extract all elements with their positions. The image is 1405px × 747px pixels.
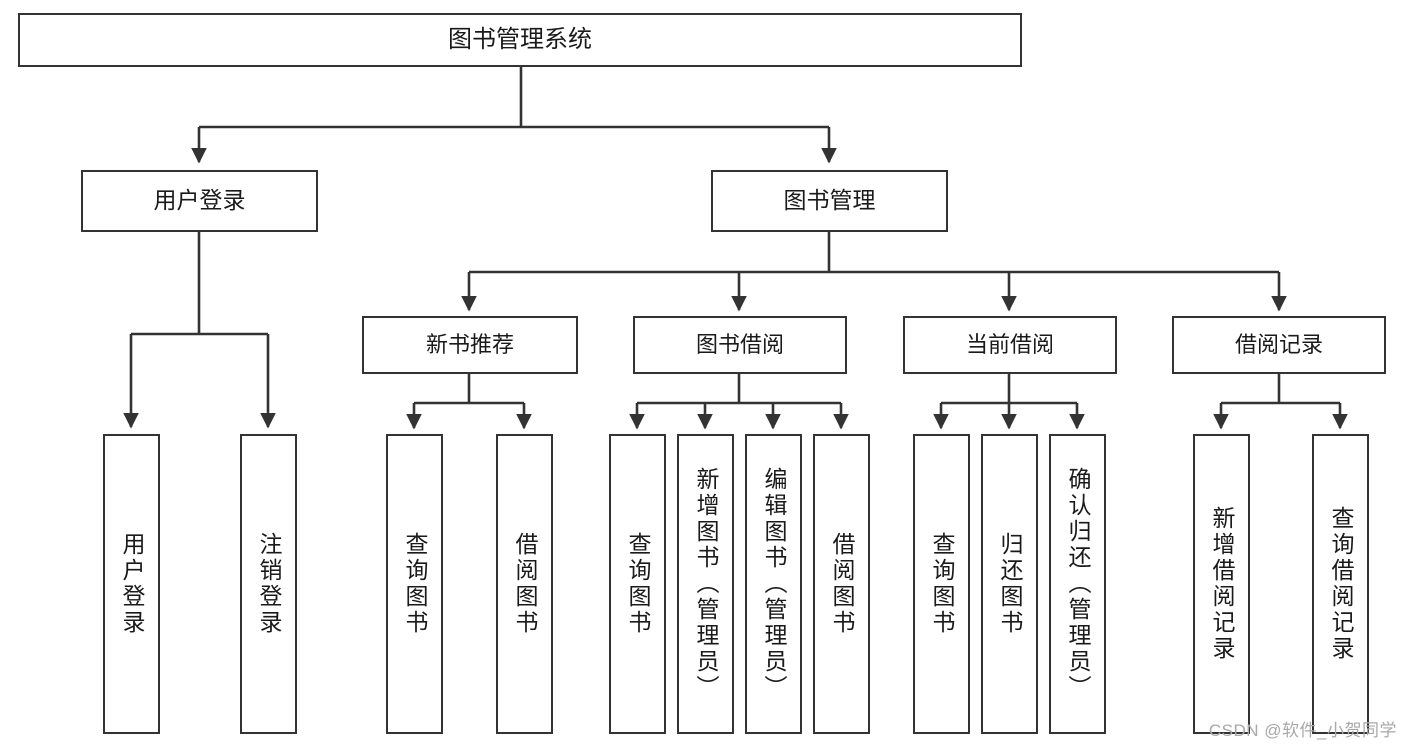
node-label: 图书管理系统: [448, 25, 592, 53]
node-label: 图书管理: [783, 187, 876, 214]
node-label: 借阅记录: [1234, 332, 1323, 358]
node-label: 注销登录: [256, 532, 282, 636]
node-label: 新书推荐: [425, 332, 514, 358]
node-label: 查询借阅记录: [1328, 506, 1354, 662]
node-label: 查询图书: [929, 532, 955, 636]
leaf-new-book-borrow-book[interactable]: 借阅图书: [496, 434, 553, 734]
leaf-book-borrow-add-book-admin[interactable]: 新增图书（管理员）: [677, 434, 734, 734]
node-new-book-recommend[interactable]: 新书推荐: [362, 316, 578, 374]
node-user-login[interactable]: 用户登录: [81, 170, 318, 232]
node-label: 当前借阅: [965, 332, 1054, 358]
leaf-book-borrow-borrow-book[interactable]: 借阅图书: [813, 434, 870, 734]
node-root-book-management-system[interactable]: 图书管理系统: [18, 13, 1022, 67]
leaf-current-borrow-confirm-return-admin[interactable]: 确认归还（管理员）: [1049, 434, 1106, 734]
leaf-new-book-query-book[interactable]: 查询图书: [386, 434, 443, 734]
node-label: 用户登录: [153, 187, 246, 214]
node-label: 新增图书（管理员）: [693, 467, 719, 701]
leaf-book-borrow-query-book[interactable]: 查询图书: [609, 434, 666, 734]
leaf-borrow-record-query-record[interactable]: 查询借阅记录: [1312, 434, 1369, 734]
leaf-current-borrow-return-book[interactable]: 归还图书: [981, 434, 1038, 734]
node-label: 借阅图书: [829, 532, 855, 636]
node-label: 查询图书: [625, 532, 651, 636]
node-label: 确认归还（管理员）: [1065, 467, 1091, 701]
node-label: 编辑图书（管理员）: [761, 467, 787, 701]
node-book-borrow[interactable]: 图书借阅: [633, 316, 847, 374]
leaf-current-borrow-query-book[interactable]: 查询图书: [913, 434, 970, 734]
node-book-management[interactable]: 图书管理: [711, 170, 948, 232]
node-borrow-record[interactable]: 借阅记录: [1172, 316, 1386, 374]
node-label: 归还图书: [997, 532, 1023, 636]
node-label: 新增借阅记录: [1209, 506, 1235, 662]
node-label: 用户登录: [119, 532, 145, 636]
leaf-book-borrow-edit-book-admin[interactable]: 编辑图书（管理员）: [745, 434, 802, 734]
node-label: 查询图书: [402, 532, 428, 636]
node-label: 图书借阅: [695, 332, 784, 358]
leaf-borrow-record-add-record[interactable]: 新增借阅记录: [1193, 434, 1250, 734]
leaf-user-login-logout[interactable]: 注销登录: [240, 434, 297, 734]
node-current-borrow[interactable]: 当前借阅: [903, 316, 1117, 374]
node-label: 借阅图书: [512, 532, 538, 636]
leaf-user-login-login[interactable]: 用户登录: [103, 434, 160, 734]
